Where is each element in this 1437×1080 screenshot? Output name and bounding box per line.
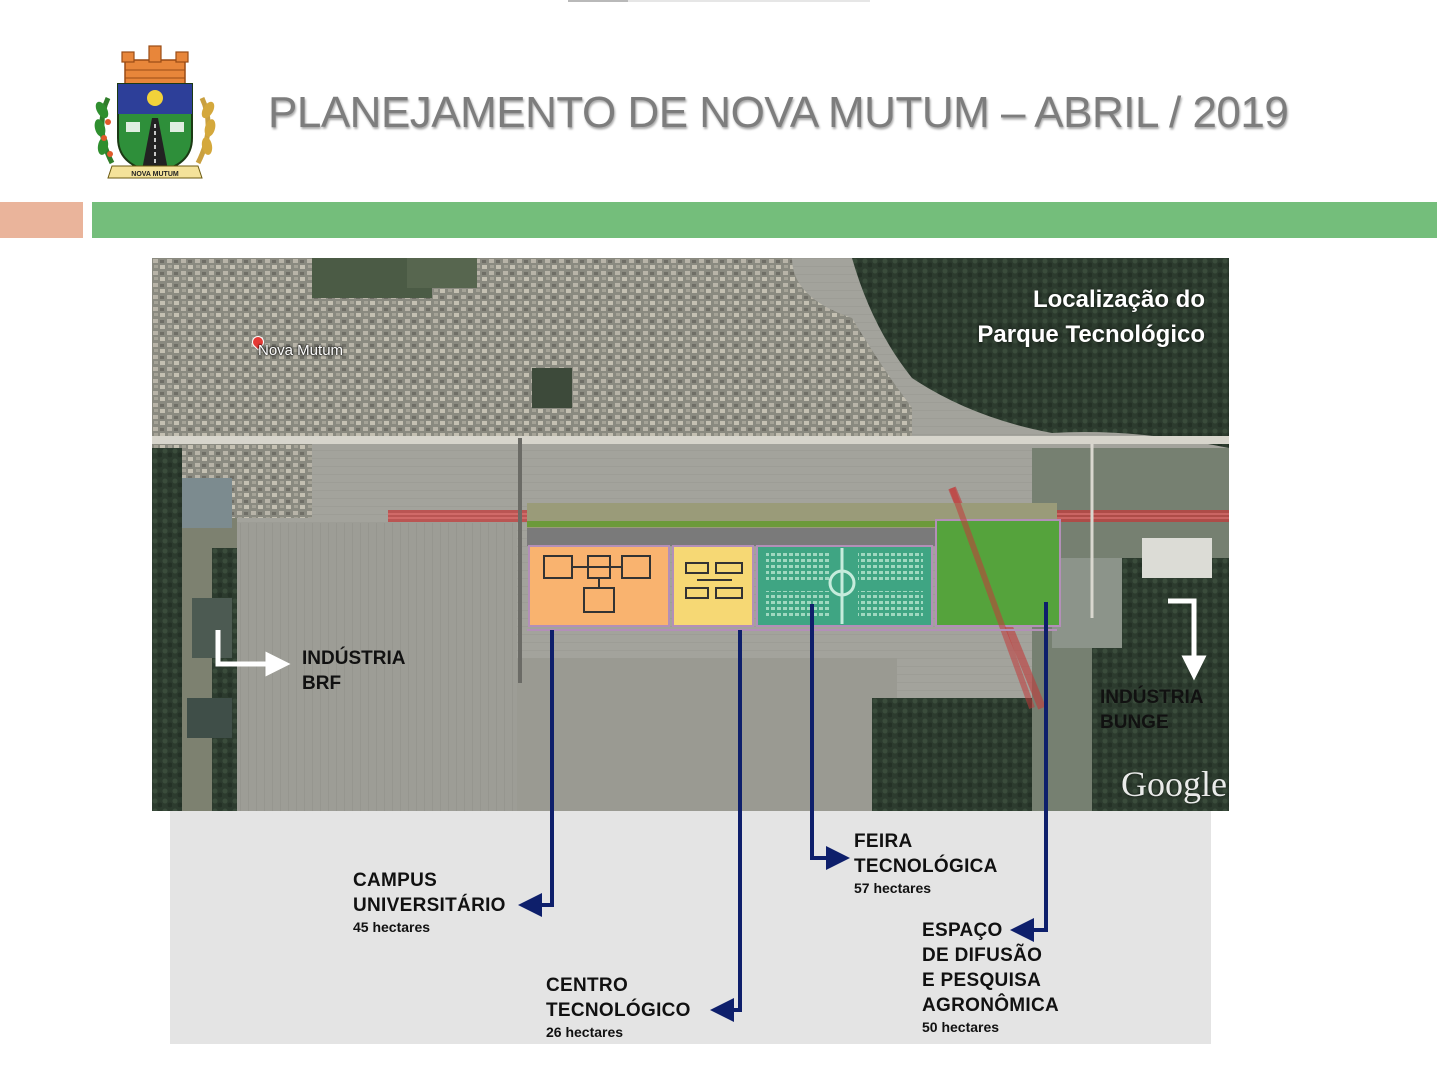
satellite-map-graphic	[152, 258, 1229, 811]
zone-espaco-name-line3: E PESQUISA	[922, 970, 1042, 991]
zone-centro-tecnologico	[672, 545, 754, 627]
industry-bunge-line2: BUNGE	[1100, 712, 1169, 733]
map-pin-label: Nova Mutum	[258, 342, 344, 359]
zone-label-campus: CAMPUS UNIVERSITÁRIO 45 hectares	[353, 868, 506, 936]
industry-bunge-line1: INDÚSTRIA	[1100, 687, 1204, 708]
zone-feira-area: 57 hectares	[854, 880, 932, 896]
header-accent-green	[92, 202, 1437, 238]
crest-ribbon-text: NOVA MUTUM	[131, 171, 179, 178]
zone-campus-name-line1: CAMPUS	[353, 870, 438, 891]
zone-campus-area: 45 hectares	[353, 919, 431, 935]
zone-feira-name-line1: FEIRA	[854, 831, 913, 852]
top-rule	[568, 0, 870, 2]
zone-centro-name-line1: CENTRO	[546, 975, 629, 996]
industry-bunge-label: INDÚSTRIA BUNGE	[1100, 685, 1203, 735]
municipal-crest-logo: NOVA MUTUM	[94, 45, 216, 179]
map-title-line2: Parque Tecnológico	[977, 321, 1205, 348]
zone-label-centro: CENTRO TECNOLÓGICO 26 hectares	[546, 973, 691, 1041]
industry-brf-label: INDÚSTRIA BRF	[302, 646, 405, 696]
zone-campus-name-line2: UNIVERSITÁRIO	[353, 895, 506, 916]
google-attribution: Google	[1121, 764, 1227, 804]
header-accent-orange	[0, 202, 83, 238]
zone-feira-name-line2: TECNOLÓGICA	[854, 856, 998, 877]
industry-brf-line1: INDÚSTRIA	[302, 648, 406, 669]
zone-espaco-name-line4: AGRONÔMICA	[922, 995, 1060, 1016]
map-title: Localização do Parque Tecnológico	[977, 282, 1205, 352]
zone-label-feira: FEIRA TECNOLÓGICA 57 hectares	[854, 829, 998, 897]
top-rule-accent	[568, 0, 628, 2]
zone-label-espaco: ESPAÇO DE DIFUSÃO E PESQUISA AGRONÔMICA …	[922, 918, 1059, 1036]
zone-espaco-area: 50 hectares	[922, 1019, 1000, 1035]
zone-centro-name-line2: TECNOLÓGICO	[546, 1000, 691, 1021]
zone-espaco-name-line2: DE DIFUSÃO	[922, 945, 1043, 966]
page-title: PLANEJAMENTO DE NOVA MUTUM – ABRIL / 201…	[268, 88, 1289, 137]
industry-brf-line2: BRF	[302, 673, 342, 694]
zone-centro-area: 26 hectares	[546, 1024, 624, 1040]
map-title-line1: Localização do	[1032, 286, 1205, 313]
satellite-map: Localização do Parque Tecnológico Nova M…	[152, 258, 1229, 811]
zone-espaco-name-line1: ESPAÇO	[922, 920, 1003, 941]
